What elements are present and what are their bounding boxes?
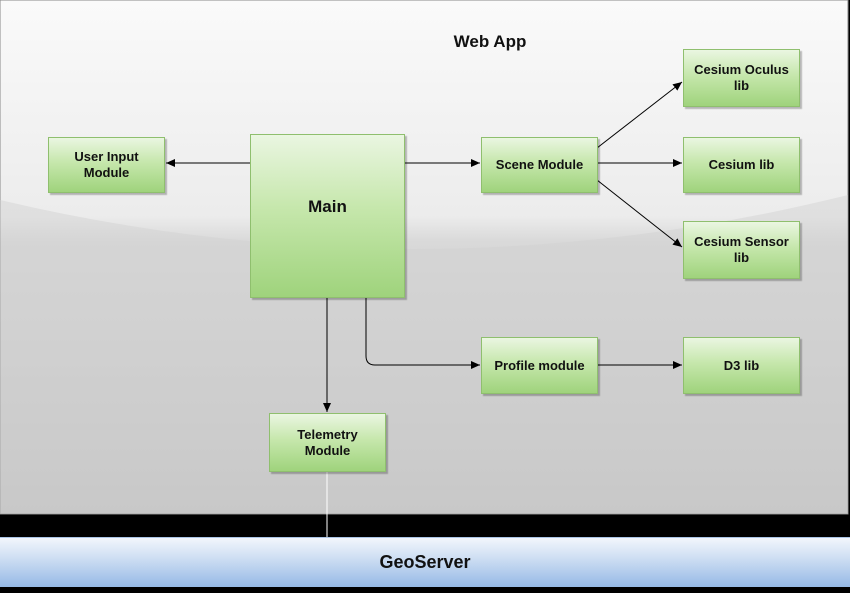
edge-main-to-profile — [365, 298, 480, 369]
cesium-lib-label: Cesium lib — [708, 157, 775, 172]
profile-module-node: Profile module — [481, 337, 598, 394]
telemetry-module-label: Telemetry Module — [297, 426, 358, 458]
telemetry-module-node: Telemetry Module — [269, 413, 386, 472]
geoserver-label: GeoServer — [379, 552, 471, 572]
d3-lib-label: D3 lib — [723, 357, 760, 373]
cesium-sensor-lib-label: Cesium Sensor lib — [694, 234, 789, 265]
main-label: Main — [308, 197, 347, 216]
scene-module-label: Scene Module — [495, 157, 584, 172]
edge-scene-to-cesium-sensor — [596, 179, 683, 248]
scene-module-node: Scene Module — [481, 137, 598, 193]
cesium-oculus-lib-label: Cesium Oculus lib — [694, 62, 789, 93]
diagram-title: Web App — [453, 32, 527, 51]
cesium-lib-node: Cesium lib — [683, 137, 800, 193]
cesium-oculus-lib-node: Cesium Oculus lib — [683, 49, 800, 107]
main-node: Main — [250, 134, 405, 298]
user-input-module-node: User Input Module — [48, 137, 165, 193]
geoserver-bar: GeoServer — [0, 537, 850, 587]
profile-module-label: Profile module — [494, 357, 585, 373]
d3-lib-node: D3 lib — [683, 337, 800, 394]
user-input-module-label: User Input Module — [74, 149, 139, 180]
edge-scene-to-cesium-oculus — [596, 81, 683, 149]
cesium-sensor-lib-node: Cesium Sensor lib — [683, 221, 800, 279]
